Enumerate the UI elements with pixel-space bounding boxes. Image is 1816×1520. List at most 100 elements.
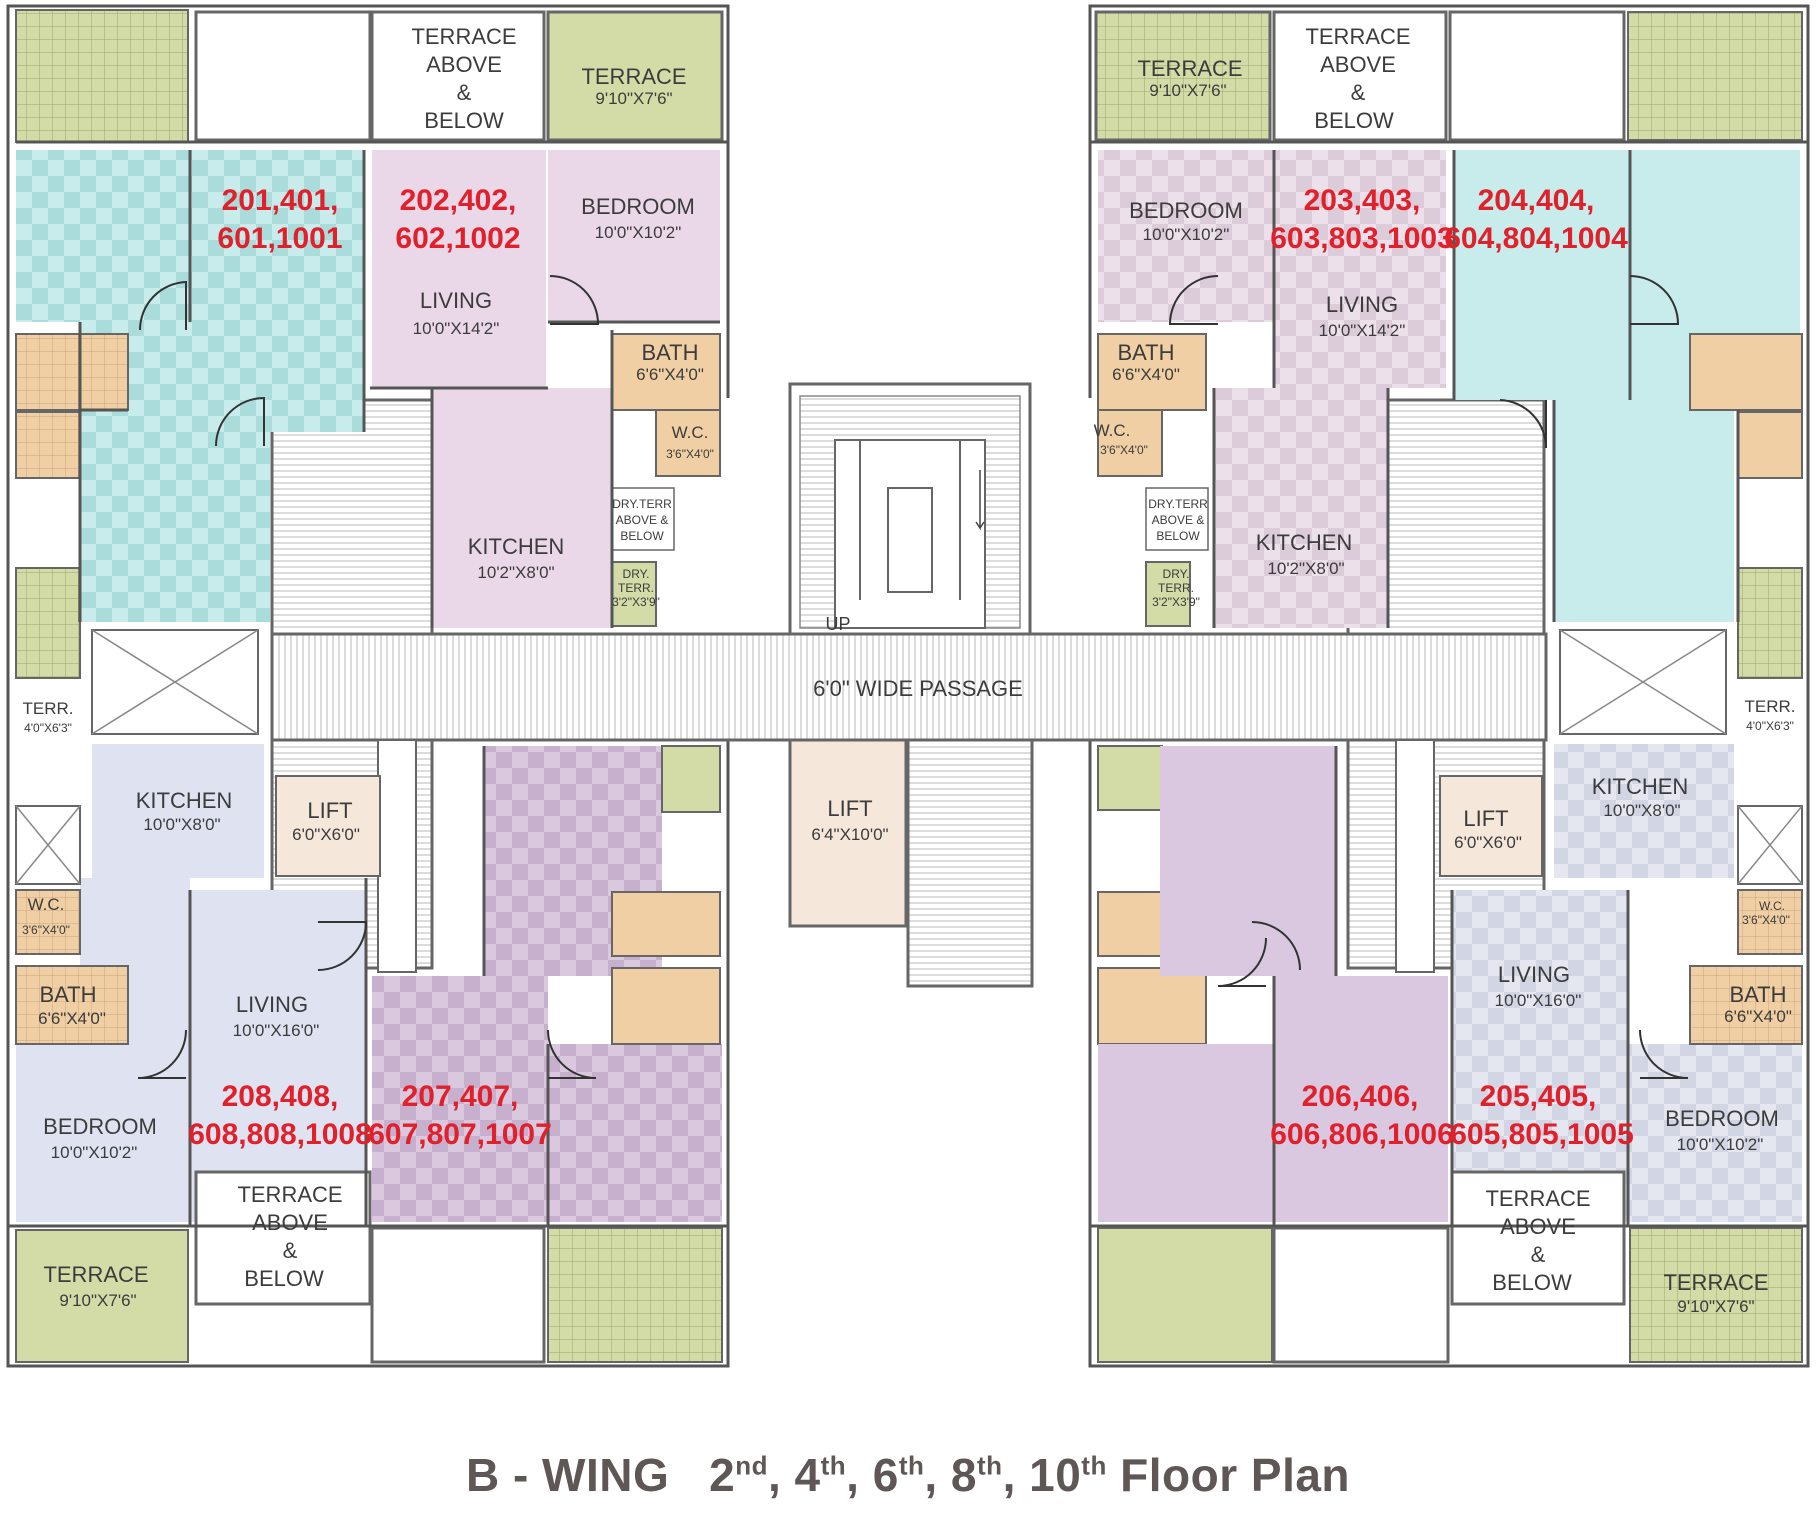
terrace-above-below-br-4: BELOW xyxy=(1492,1270,1572,1295)
bath-208-size: 6'6"X4'0" xyxy=(38,1009,106,1028)
bedroom-203-size: 10'0"X10'2" xyxy=(1143,225,1230,244)
wc-205-label: W.C. xyxy=(1759,899,1785,913)
living-205-size: 10'0"X16'0" xyxy=(1495,991,1582,1010)
unit-202-line1: 202,402, xyxy=(400,184,517,217)
unit-204-line1: 204,404, xyxy=(1478,184,1595,217)
unit-201-line1: 201,401, xyxy=(222,184,339,217)
dry-terr-tl-1: DRY. xyxy=(623,567,650,581)
unit-207-line2: 607,807,1007 xyxy=(368,1118,552,1151)
bath-205-size: 6'6"X4'0" xyxy=(1724,1007,1792,1026)
lift-left-size: 6'0"X6'0" xyxy=(292,825,360,844)
living-208-size: 10'0"X16'0" xyxy=(233,1021,320,1040)
wc-203-size: 3'6"X4'0" xyxy=(1100,443,1148,457)
kitchen-205-label: KITCHEN xyxy=(1592,774,1689,799)
dry-terr-ab-tl-3: BELOW xyxy=(620,529,664,543)
wc-203-label: W.C. xyxy=(1094,421,1131,440)
kitchen-205-size: 10'0"X8'0" xyxy=(1603,801,1680,820)
bath-208-label: BATH xyxy=(39,982,96,1007)
unit-208-line1: 208,408, xyxy=(222,1080,339,1113)
floor-ordinal-4: th xyxy=(820,1450,847,1481)
floor-ordinal-8: th xyxy=(977,1450,1003,1481)
wc-202-size: 3'6"X4'0" xyxy=(666,447,714,461)
dry-terr-tl-2: TERR. xyxy=(618,581,654,595)
kitchen-203-size: 10'2"X8'0" xyxy=(1267,559,1344,578)
bedroom-202-label: BEDROOM xyxy=(581,194,695,219)
bedroom-205-label: BEDROOM xyxy=(1665,1106,1779,1131)
terrace-bl-label: TERRACE xyxy=(43,1262,148,1287)
living-202-size: 10'0"X14'2" xyxy=(413,319,500,338)
bottom-right-block: LIFT 6'0"X6'0" KITCHEN 10'0"X8'0" W.C. 3… xyxy=(1090,744,1808,1364)
unit-206-line1: 206,406, xyxy=(1302,1080,1419,1113)
top-right-block: TERRACE 9'10"X7'6" TERRACE ABOVE & BELOW… xyxy=(1090,10,1808,735)
kitchen-202-size: 10'2"X8'0" xyxy=(477,563,554,582)
unit-204-line2: 604,804,1004 xyxy=(1444,222,1628,255)
passage-label: 6'0" WIDE PASSAGE xyxy=(813,676,1023,701)
terr-right-label: TERR. xyxy=(1745,697,1796,716)
top-left-block: TERRACE ABOVE & BELOW TERRACE 9'10"X7'6"… xyxy=(15,9,728,735)
terr-left-size: 4'0"X6'3" xyxy=(24,721,72,735)
unit-206-line2: 606,806,1006 xyxy=(1270,1118,1454,1151)
floor-list: 2nd, 4th, 6th, 8th, 10th xyxy=(709,1449,1107,1501)
bath-202-label: BATH xyxy=(641,340,698,365)
wc-208-label: W.C. xyxy=(28,895,65,914)
floor-ordinal-10: th xyxy=(1081,1450,1107,1481)
unit-202-line2: 602,1002 xyxy=(395,222,520,255)
terrace-tr-size: 9'10"X7'6" xyxy=(1149,81,1226,100)
terrace-above-below-tr-4: BELOW xyxy=(1314,108,1394,133)
terrace-above-below-br-1: TERRACE xyxy=(1485,1186,1590,1211)
dry-terr-ab-tr-1: DRY.TERR xyxy=(1148,497,1208,511)
unit-205-line2: 605,805,1005 xyxy=(1450,1118,1634,1151)
floor-number-8: 8 xyxy=(950,1449,978,1501)
unit-208-line2: 608,808,1008 xyxy=(188,1118,372,1151)
terr-right-size: 4'0"X6'3" xyxy=(1746,719,1794,733)
kitchen-203-label: KITCHEN xyxy=(1256,530,1353,555)
lift-right-size: 6'0"X6'0" xyxy=(1454,833,1522,852)
living-202-label: LIVING xyxy=(420,288,492,313)
terrace-above-below-tl-1: TERRACE xyxy=(411,24,516,49)
terrace-above-below-bl-2: ABOVE xyxy=(252,1210,328,1235)
floor-ordinal-6: th xyxy=(898,1450,925,1481)
dry-terr-tr-2: TERR. xyxy=(1158,581,1194,595)
dry-terr-ab-tr-2: ABOVE & xyxy=(1152,513,1205,527)
floor-number-4: 4 xyxy=(794,1449,821,1501)
kitchen-208-label: KITCHEN xyxy=(136,788,233,813)
living-203-label: LIVING xyxy=(1326,292,1398,317)
dry-terr-tr-size: 3'2"X3'9" xyxy=(1152,595,1200,609)
floor-number-10: 10 xyxy=(1029,1449,1082,1501)
unit-207-line1: 207,407, xyxy=(402,1080,519,1113)
terrace-above-below-bl-3: & xyxy=(283,1238,298,1263)
wc-202-label: W.C. xyxy=(672,423,709,442)
dry-terr-ab-tl-1: DRY.TERR xyxy=(612,497,672,511)
floor-number-2: 2 xyxy=(709,1449,736,1501)
dry-terr-ab-tr-3: BELOW xyxy=(1156,529,1200,543)
bedroom-202-size: 10'0"X10'2" xyxy=(595,223,682,242)
terrace-above-below-br-3: & xyxy=(1531,1242,1546,1267)
unit-201-line2: 601,1001 xyxy=(217,222,342,255)
bath-203-label: BATH xyxy=(1117,340,1174,365)
wc-205-size: 3'6"X4'0" xyxy=(1742,913,1790,927)
kitchen-208-size: 10'0"X8'0" xyxy=(143,815,220,834)
bedroom-208-size: 10'0"X10'2" xyxy=(51,1143,138,1162)
plan-title: B - WING 2nd, 4th, 6th, 8th, 10th Floor … xyxy=(0,1448,1816,1502)
terrace-tl-label: TERRACE xyxy=(581,64,686,89)
unit-205-line1: 205,405, xyxy=(1480,1080,1597,1113)
terrace-above-below-tr-3: & xyxy=(1351,80,1366,105)
terrace-above-below-bl-1: TERRACE xyxy=(237,1182,342,1207)
terrace-tr-label: TERRACE xyxy=(1137,56,1242,81)
dry-terr-ab-tl-2: ABOVE & xyxy=(616,513,669,527)
terrace-above-below-tl-4: BELOW xyxy=(424,108,504,133)
living-203-size: 10'0"X14'2" xyxy=(1319,321,1406,340)
bath-205-label: BATH xyxy=(1729,982,1786,1007)
bath-202-size: 6'6"X4'0" xyxy=(636,365,704,384)
terrace-br-label: TERRACE xyxy=(1663,1270,1768,1295)
wc-208-size: 3'6"X4'0" xyxy=(22,923,70,937)
terr-left-label: TERR. xyxy=(23,699,74,718)
lift-center-label: LIFT xyxy=(827,796,872,821)
living-205-label: LIVING xyxy=(1498,962,1570,987)
terrace-bl-size: 9'10"X7'6" xyxy=(59,1291,136,1310)
living-208-label: LIVING xyxy=(236,992,308,1017)
unit-203-line2: 603,803,1003 xyxy=(1270,222,1454,255)
bedroom-205-size: 10'0"X10'2" xyxy=(1677,1135,1764,1154)
terrace-above-below-tr-1: TERRACE xyxy=(1305,24,1410,49)
lift-right-label: LIFT xyxy=(1463,806,1508,831)
